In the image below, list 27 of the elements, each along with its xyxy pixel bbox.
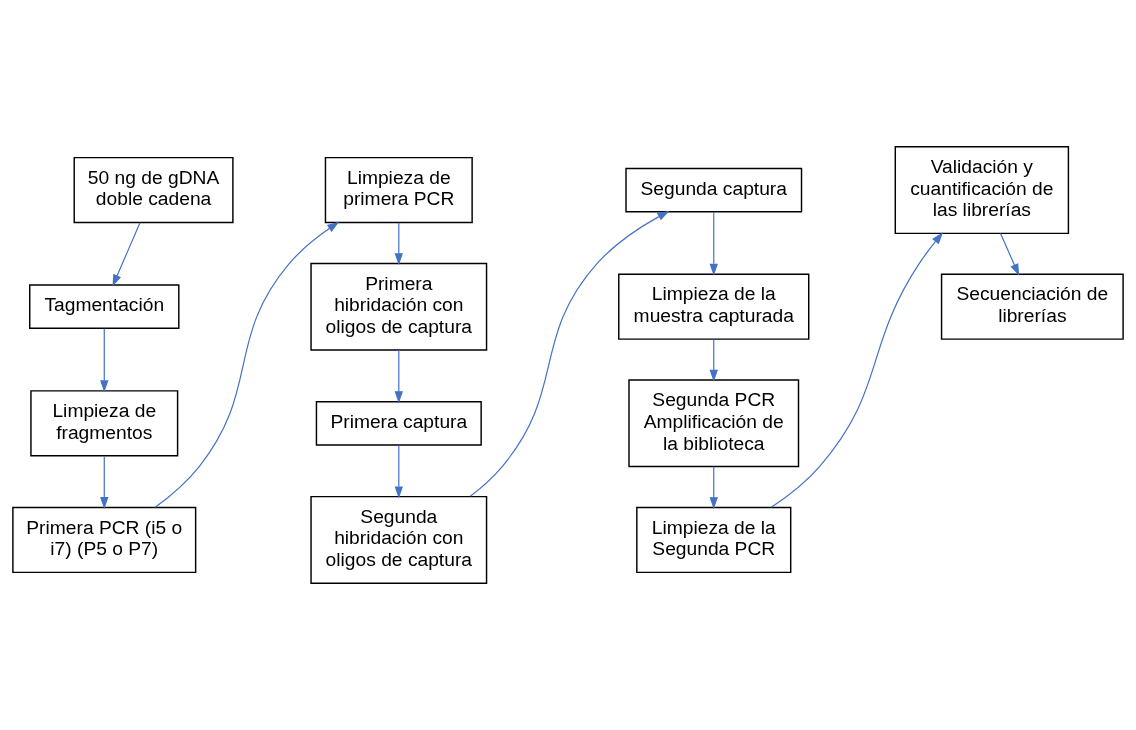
arrow	[112, 222, 141, 287]
node-box: 50 ng de gDNA doble cadena	[73, 156, 234, 224]
node-box: Primera hibridación con oligos de captura	[310, 262, 488, 351]
node-box: Limpieza de primera PCR	[324, 156, 473, 224]
arrow	[999, 232, 1020, 276]
arrow	[100, 455, 109, 510]
node-box: Limpieza de fragmentos	[30, 390, 179, 457]
node-box: Limpieza de la muestra capturada	[618, 273, 810, 340]
node-box: Segunda hibridación con oligos de captura	[310, 495, 488, 584]
arrow	[709, 211, 718, 276]
node-box: Validación y cuantificación de las librerías	[894, 146, 1070, 235]
node-box: Secuenciación de librerías	[940, 273, 1124, 340]
node-box: Primera captura	[315, 400, 482, 446]
arrow	[469, 210, 670, 497]
arrow	[770, 232, 944, 508]
node-box: Limpieza de la Segunda PCR	[636, 506, 792, 574]
node-box: Tagmentación	[29, 284, 180, 330]
node-box: Segunda PCR Amplificación de la biblioteca	[628, 379, 800, 468]
arrow	[394, 444, 403, 499]
arrow	[709, 466, 718, 510]
node-box: Primera PCR (i5 o i7) (P5 o P7)	[12, 506, 197, 574]
arrow	[394, 349, 403, 404]
arrow	[709, 338, 718, 382]
arrow	[100, 328, 109, 393]
node-box: Segunda captura	[625, 167, 803, 213]
arrow	[394, 222, 403, 266]
arrow	[154, 221, 340, 508]
